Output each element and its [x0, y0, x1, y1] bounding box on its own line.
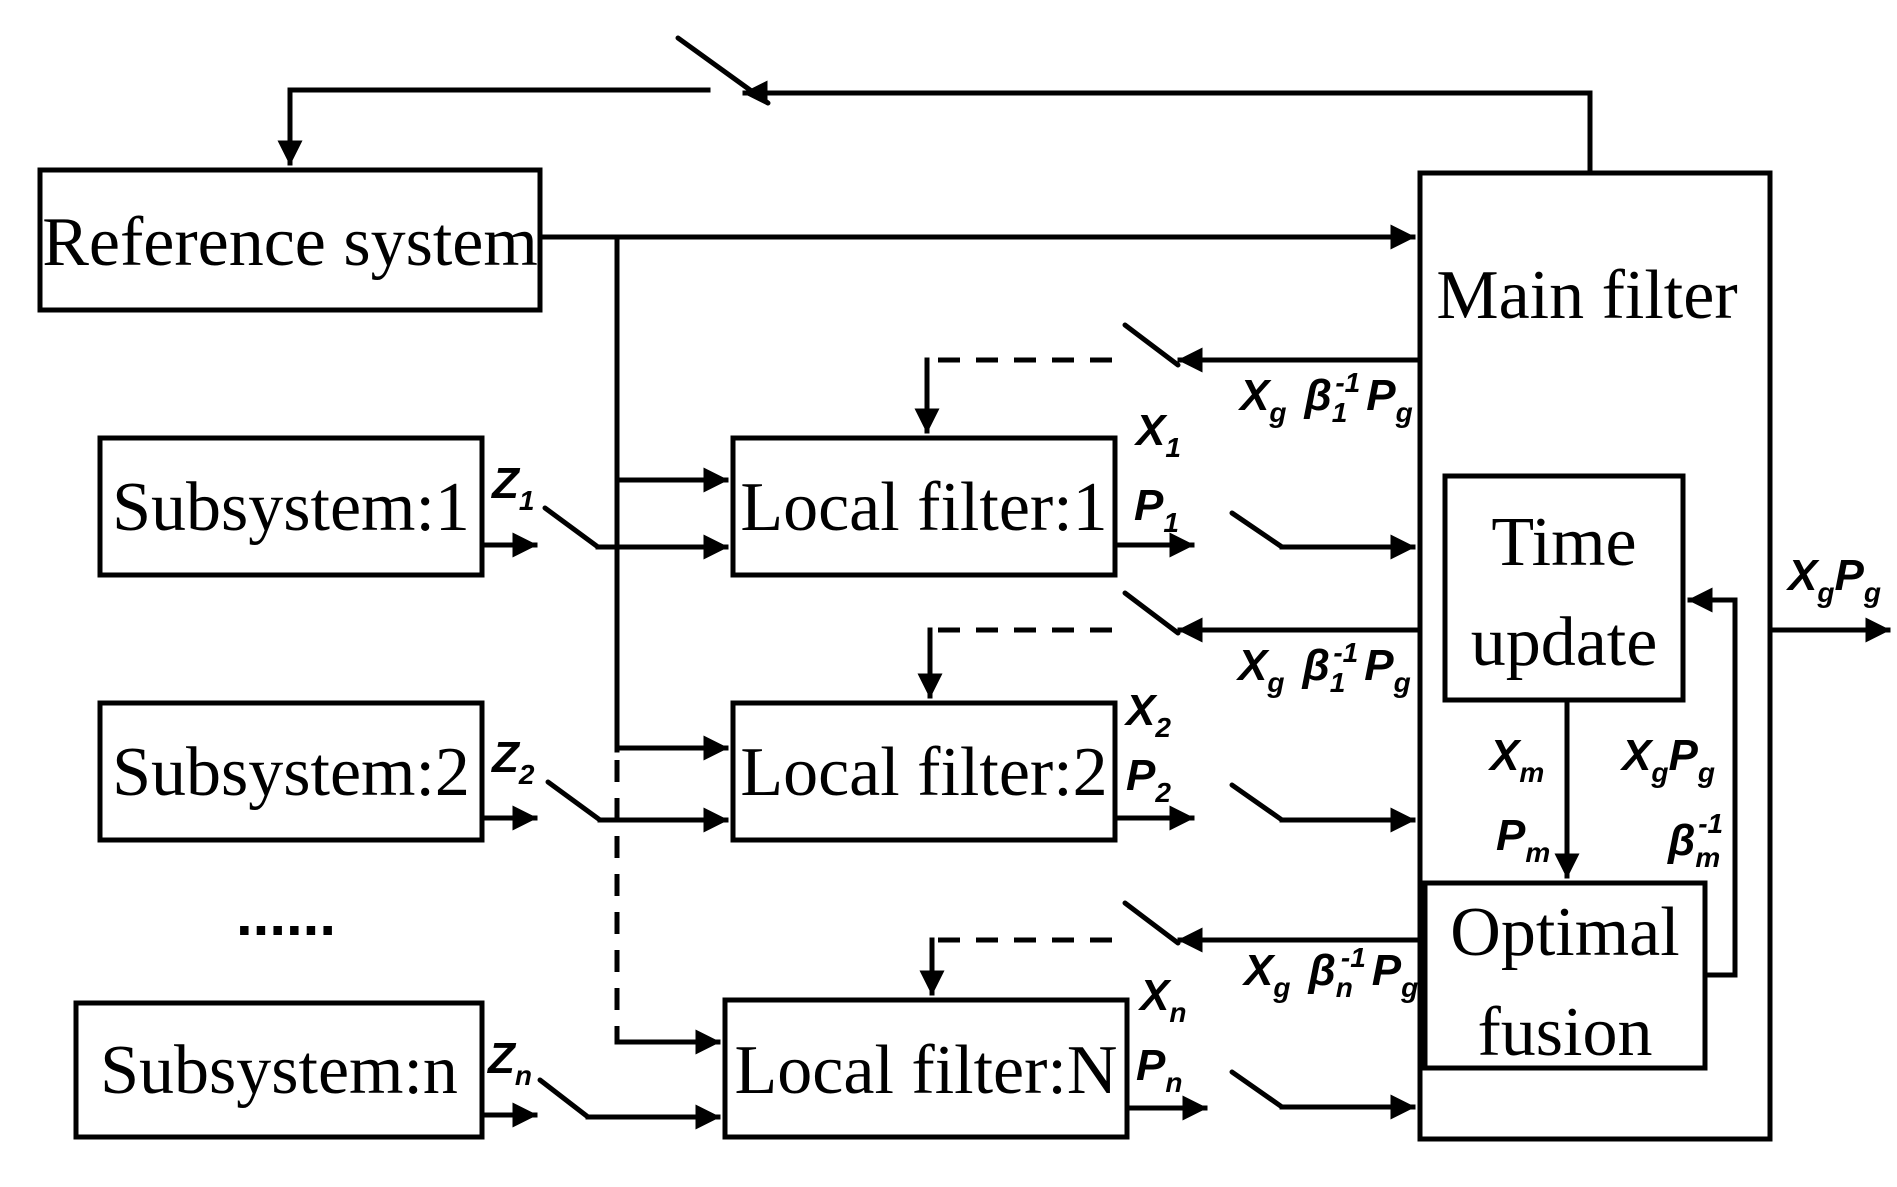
- local-2-output-switch: [1229, 782, 1285, 823]
- z1-label: Z1: [490, 459, 534, 516]
- beta-m-label: βm-1: [1667, 808, 1723, 873]
- p2-label: P2: [1126, 751, 1171, 808]
- subsystem-1-label: Subsystem:1: [112, 469, 470, 546]
- reference-system-label: Reference system: [42, 204, 538, 281]
- optimal-fusion-label-line2: fusion: [1478, 994, 1653, 1071]
- xg-pg-inner-label: XgPg: [1619, 731, 1715, 788]
- subsystem-1-block: [97, 435, 485, 578]
- feedback-n-switch: [1122, 900, 1181, 946]
- local-filter-1-block: [730, 435, 1118, 578]
- local-filter-n-label: Local filter:N: [735, 1032, 1118, 1109]
- xn-label: Xn: [1137, 971, 1186, 1028]
- z2-switch: [545, 779, 603, 823]
- optimal-fusion-label-line1: Optimal: [1450, 894, 1679, 971]
- feedback-2-switch: [1122, 590, 1181, 636]
- x2-label: X2: [1123, 686, 1171, 743]
- top-feedback-to-reference: [277, 87, 711, 166]
- top-feedback-switch: [675, 35, 771, 106]
- local-filter-2-block: [730, 700, 1118, 843]
- xm-label: Xm: [1487, 731, 1544, 788]
- pn-label: Pn: [1136, 1041, 1182, 1098]
- top-feedback-line: [742, 80, 1593, 176]
- zn-label: Zn: [486, 1034, 532, 1091]
- time-update-block: [1442, 473, 1686, 703]
- reference-system-block: [37, 167, 543, 313]
- zn-switch: [537, 1077, 591, 1120]
- ellipsis-text: ......: [236, 881, 336, 948]
- time-update-label-line2: update: [1471, 604, 1658, 681]
- subsystem-n-label: Subsystem:n: [100, 1032, 458, 1109]
- x1-label: X1: [1133, 406, 1181, 463]
- subsystem-2-block: [97, 700, 485, 843]
- subsystem-n-block: [73, 1000, 485, 1140]
- subsystem-2-label: Subsystem:2: [112, 734, 470, 811]
- z2-label: Z2: [490, 733, 535, 790]
- local-1-output-switch: [1229, 510, 1285, 550]
- reference-to-local-n: [614, 1029, 721, 1055]
- p1-label: P1: [1134, 481, 1179, 538]
- pm-label: Pm: [1496, 811, 1550, 868]
- xg-pg-output-label: XgPg: [1785, 551, 1881, 608]
- local-filter-n-block: [722, 997, 1130, 1140]
- fusion-to-time-update: [1687, 587, 1738, 978]
- local-filter-1-label: Local filter:1: [740, 469, 1107, 546]
- time-update-label-line1: Time: [1491, 504, 1636, 581]
- local-n-output-switch: [1229, 1069, 1285, 1110]
- local-filter-2-label: Local filter:2: [740, 734, 1107, 811]
- main-filter-label: Main filter: [1436, 257, 1737, 334]
- feedback-1-switch: [1122, 322, 1181, 368]
- z1-switch: [542, 505, 601, 550]
